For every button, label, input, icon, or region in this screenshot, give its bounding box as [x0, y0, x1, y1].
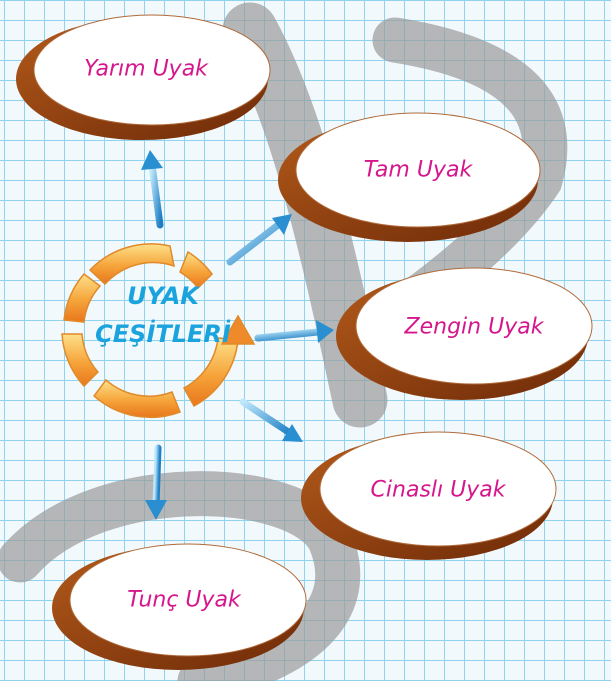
label-zengin-uyak: Zengin Uyak — [404, 314, 544, 340]
node-zengin-uyak — [336, 267, 593, 400]
label-cinasli-uyak: Cinaslı Uyak — [370, 477, 506, 503]
ring-segment — [182, 337, 239, 408]
center-ring — [61, 243, 256, 419]
center-title-line1: UYAK — [127, 282, 199, 310]
node-cinasli-uyak — [301, 431, 557, 560]
node-tunc-uyak — [52, 543, 307, 670]
node-tam-uyak — [278, 112, 541, 242]
label-yarim-uyak: Yarım Uyak — [84, 56, 208, 82]
node-yarim-uyak — [16, 14, 271, 140]
arrow-to-tam-uyak — [226, 214, 292, 266]
ring-arrowhead — [220, 314, 256, 345]
ring-segment — [179, 250, 213, 290]
label-tunc-uyak: Tunç Uyak — [127, 587, 241, 613]
center-title-line2: ÇEŞİTLERİ — [95, 320, 231, 348]
arrow-to-yarim-uyak — [141, 150, 164, 229]
ring-segment — [88, 243, 175, 286]
arrow-to-cinasli-uyak — [239, 398, 303, 442]
label-tam-uyak: Tam Uyak — [363, 157, 473, 183]
arrow-to-zengin-uyak — [254, 320, 334, 343]
arrows — [141, 150, 334, 520]
ring-segment — [61, 333, 100, 388]
arrow-to-tunc-uyak — [145, 444, 167, 520]
ring-segment — [63, 272, 102, 323]
ring-segment — [92, 378, 181, 419]
center-title: UYAK ÇEŞİTLERİ — [95, 277, 231, 353]
